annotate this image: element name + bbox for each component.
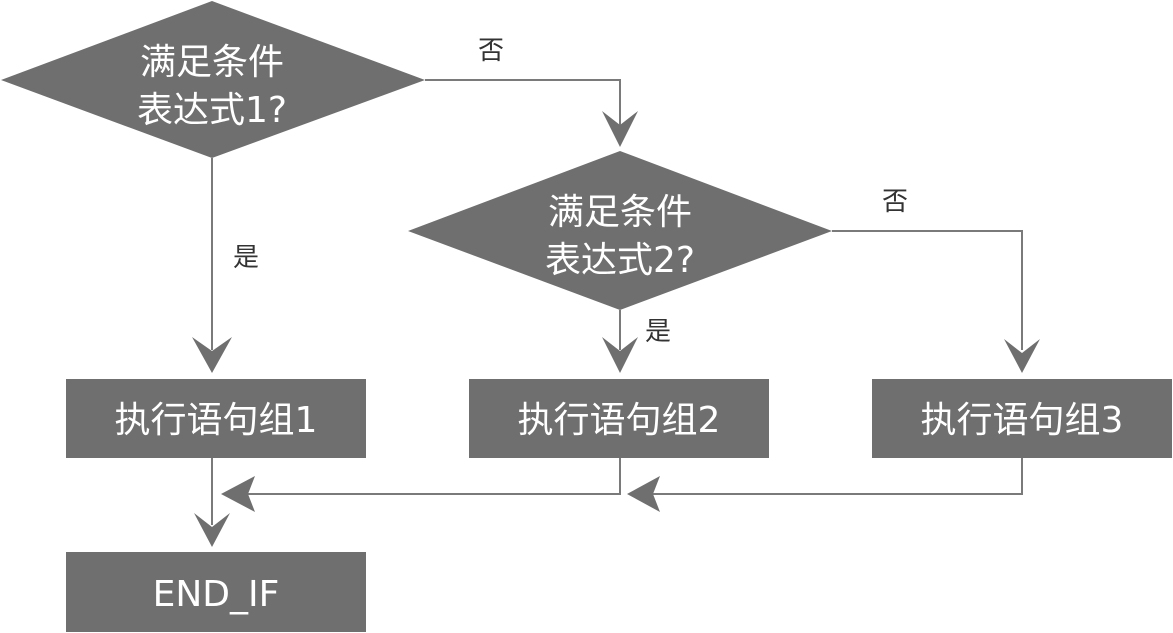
arrow-down-icon bbox=[1004, 339, 1040, 373]
arrow-left-icon bbox=[627, 476, 660, 512]
decision-diamond bbox=[408, 151, 832, 310]
arrow-down-icon bbox=[192, 337, 232, 373]
edge-cond2-no-label: 否 bbox=[882, 187, 908, 217]
edge-cond2-yes-label: 是 bbox=[645, 317, 671, 347]
edge-cond1-no-line bbox=[425, 79, 621, 125]
process-box bbox=[469, 379, 769, 458]
arrow-left-icon bbox=[221, 476, 255, 512]
end-label: END_IF bbox=[153, 574, 280, 615]
process-1-label: 执行语句组1 bbox=[115, 400, 318, 441]
decision-node-2: 满足条件 表达式2? bbox=[408, 151, 832, 310]
decision-diamond bbox=[1, 1, 425, 158]
arrowheads bbox=[192, 111, 1040, 547]
edge-stmt3-end-line bbox=[640, 458, 1023, 495]
edge-cond1-no-label: 否 bbox=[478, 36, 504, 66]
decision-2-line-2: 表达式2? bbox=[545, 240, 695, 281]
end-node: END_IF bbox=[66, 552, 366, 632]
arrow-down-icon bbox=[602, 111, 638, 147]
process-2-label: 执行语句组2 bbox=[518, 400, 721, 441]
process-node-1: 执行语句组1 bbox=[66, 379, 366, 458]
connectors bbox=[211, 79, 1023, 525]
edge-labels: 是 否 是 否 bbox=[233, 36, 908, 347]
decision-1-line-2: 表达式1? bbox=[137, 90, 287, 131]
edge-cond2-no-line bbox=[832, 230, 1023, 350]
process-node-2: 执行语句组2 bbox=[469, 379, 769, 458]
end-box bbox=[66, 552, 366, 632]
decision-node-1: 满足条件 表达式1? bbox=[1, 1, 425, 158]
process-node-3: 执行语句组3 bbox=[872, 379, 1172, 458]
decision-1-line-1: 满足条件 bbox=[140, 42, 284, 83]
process-box bbox=[872, 379, 1172, 458]
process-3-label: 执行语句组3 bbox=[921, 400, 1124, 441]
decision-2-line-1: 满足条件 bbox=[548, 192, 692, 233]
edge-cond1-yes-label: 是 bbox=[233, 243, 259, 273]
process-box bbox=[66, 379, 366, 458]
arrow-down-icon bbox=[602, 337, 638, 373]
arrow-down-icon bbox=[194, 513, 230, 547]
edge-stmt2-end-line bbox=[235, 458, 621, 495]
